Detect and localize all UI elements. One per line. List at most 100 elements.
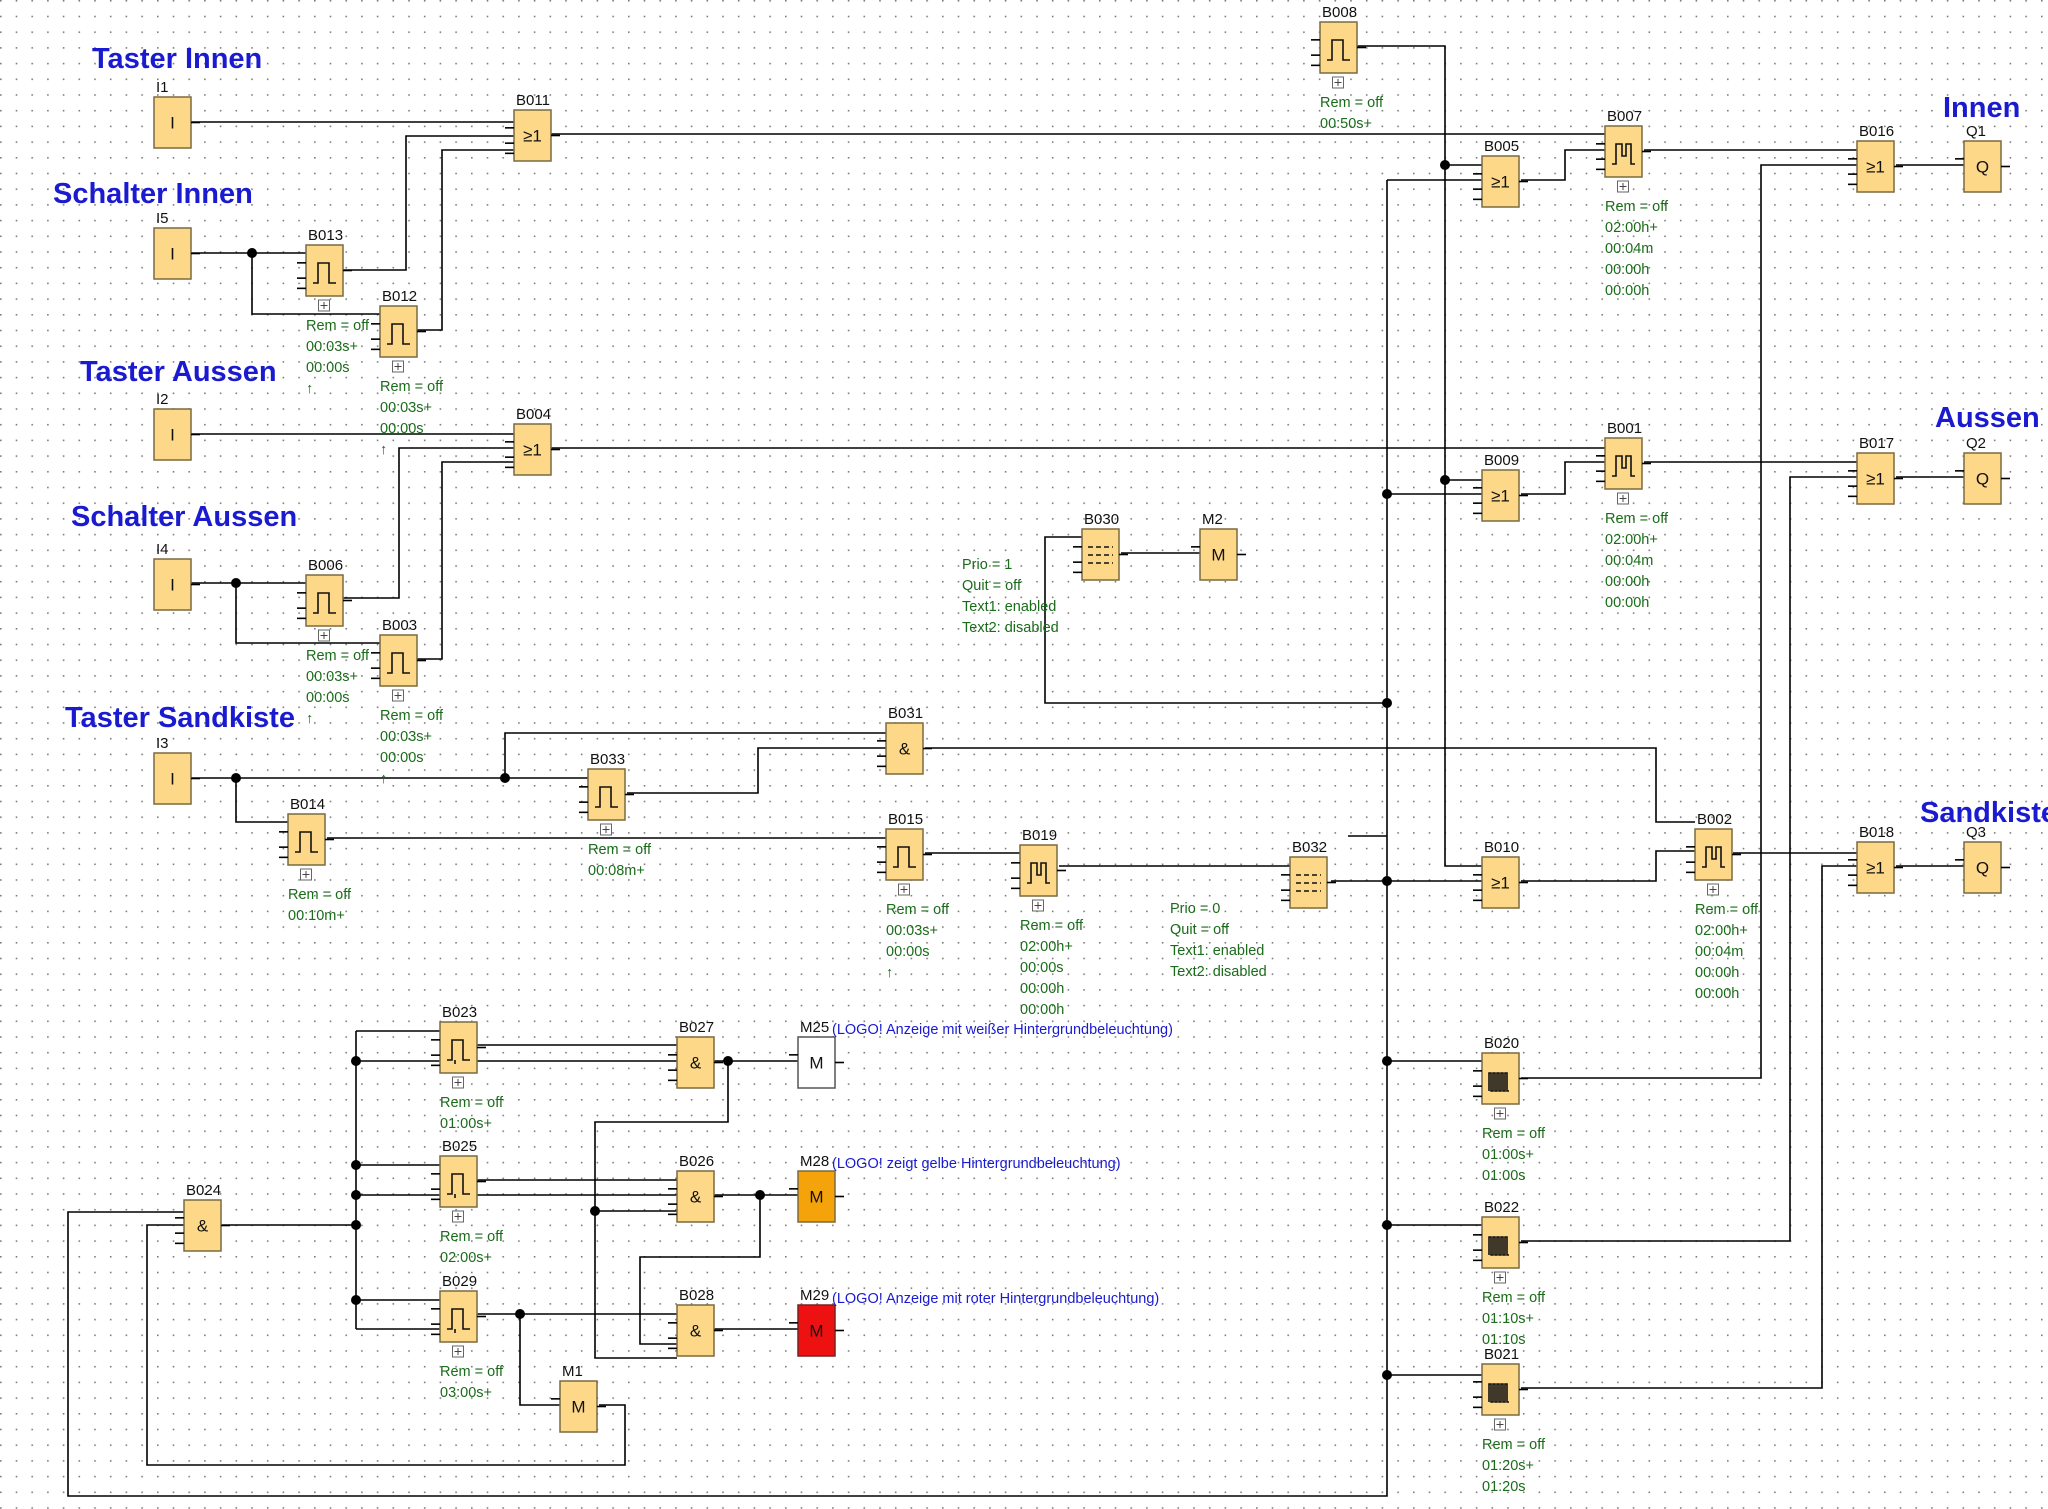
block-body[interactable] [1694,828,1733,881]
block-body[interactable] [797,1304,836,1357]
block-param: 01:00s [1482,1168,1526,1184]
block-body[interactable] [1963,140,2002,193]
block-q3[interactable]: Q3Q [1955,824,2010,894]
block-b005[interactable]: B005≥1 [1473,138,1528,208]
block-body[interactable] [153,752,192,805]
block-body[interactable] [1963,841,2002,894]
block-b027[interactable]: B027& [668,1019,723,1089]
block-b009[interactable]: B009≥1 [1473,452,1528,522]
header-taster-innen: Taster Innen [92,43,262,75]
block-i5[interactable]: I5I [153,210,200,280]
block-q1[interactable]: Q1Q [1955,123,2010,193]
block-body[interactable] [513,423,552,476]
block-param: Text2: disabled [1170,964,1267,980]
block-b017[interactable]: B017≥1 [1848,435,1903,505]
block-body[interactable] [1319,21,1358,74]
block-label: B020 [1484,1035,1519,1052]
block-b018[interactable]: B018≥1 [1848,824,1903,894]
block-body[interactable] [1856,841,1895,894]
block-m2[interactable]: M2M [1191,511,1246,581]
block-body[interactable] [1481,155,1520,208]
block-label: B029 [442,1273,477,1290]
block-label: B033 [590,751,625,768]
block-body[interactable] [1856,140,1895,193]
block-body[interactable] [305,244,344,297]
block-b026[interactable]: B026& [668,1153,723,1223]
block-body[interactable] [1481,469,1520,522]
section-headers: Taster Innen Schalter Innen Taster Ausse… [53,43,2048,829]
block-body[interactable] [153,408,192,461]
block-symbol: & [690,1188,702,1207]
block-body[interactable] [676,1036,715,1089]
header-schalter-innen: Schalter Innen [53,178,253,210]
block-body[interactable] [1604,437,1643,490]
block-b004[interactable]: B004≥1 [505,406,560,476]
block-body[interactable] [379,634,418,687]
block-body[interactable] [676,1170,715,1223]
block-param: 02:00h+ [1020,939,1073,955]
block-body[interactable] [797,1170,836,1223]
block-body[interactable] [153,96,192,149]
block-b011[interactable]: B011≥1 [505,92,560,162]
block-param: 02:00h+ [1695,923,1748,939]
block-label: M25 [800,1019,829,1036]
block-b010[interactable]: B010≥1 [1473,839,1528,909]
block-body[interactable] [513,109,552,162]
block-body[interactable] [1199,528,1238,581]
block-b016[interactable]: B016≥1 [1848,123,1903,193]
block-param: Rem = off [886,902,950,918]
block-i3[interactable]: I3I [153,735,200,805]
block-q2[interactable]: Q2Q [1955,435,2010,505]
block-b031[interactable]: B031& [877,705,932,775]
block-body[interactable] [439,1021,478,1074]
block-body[interactable] [676,1304,715,1357]
block-body[interactable] [1604,125,1643,178]
block-body[interactable] [305,574,344,627]
block-body[interactable] [559,1380,598,1433]
block-body[interactable] [1856,452,1895,505]
block-body[interactable] [183,1199,222,1252]
block-body[interactable] [1481,856,1520,909]
block-body[interactable] [587,768,626,821]
block-b024[interactable]: B024& [175,1182,230,1252]
block-i4[interactable]: I4I [153,541,200,611]
block-m1[interactable]: M1M [551,1363,606,1433]
block-body[interactable] [885,828,924,881]
block-body[interactable] [1963,452,2002,505]
block-i2[interactable]: I2I [153,391,200,461]
block-body[interactable] [1019,844,1058,897]
block-b028[interactable]: B028& [668,1287,723,1357]
block-body[interactable] [287,813,326,866]
block-body[interactable] [885,722,924,775]
block-body[interactable] [439,1155,478,1208]
block-body[interactable] [379,305,418,358]
block-param: 00:08m+ [588,863,645,879]
block-symbol: M [809,1322,823,1341]
block-body[interactable] [439,1290,478,1343]
block-i1[interactable]: I1I [153,79,200,149]
